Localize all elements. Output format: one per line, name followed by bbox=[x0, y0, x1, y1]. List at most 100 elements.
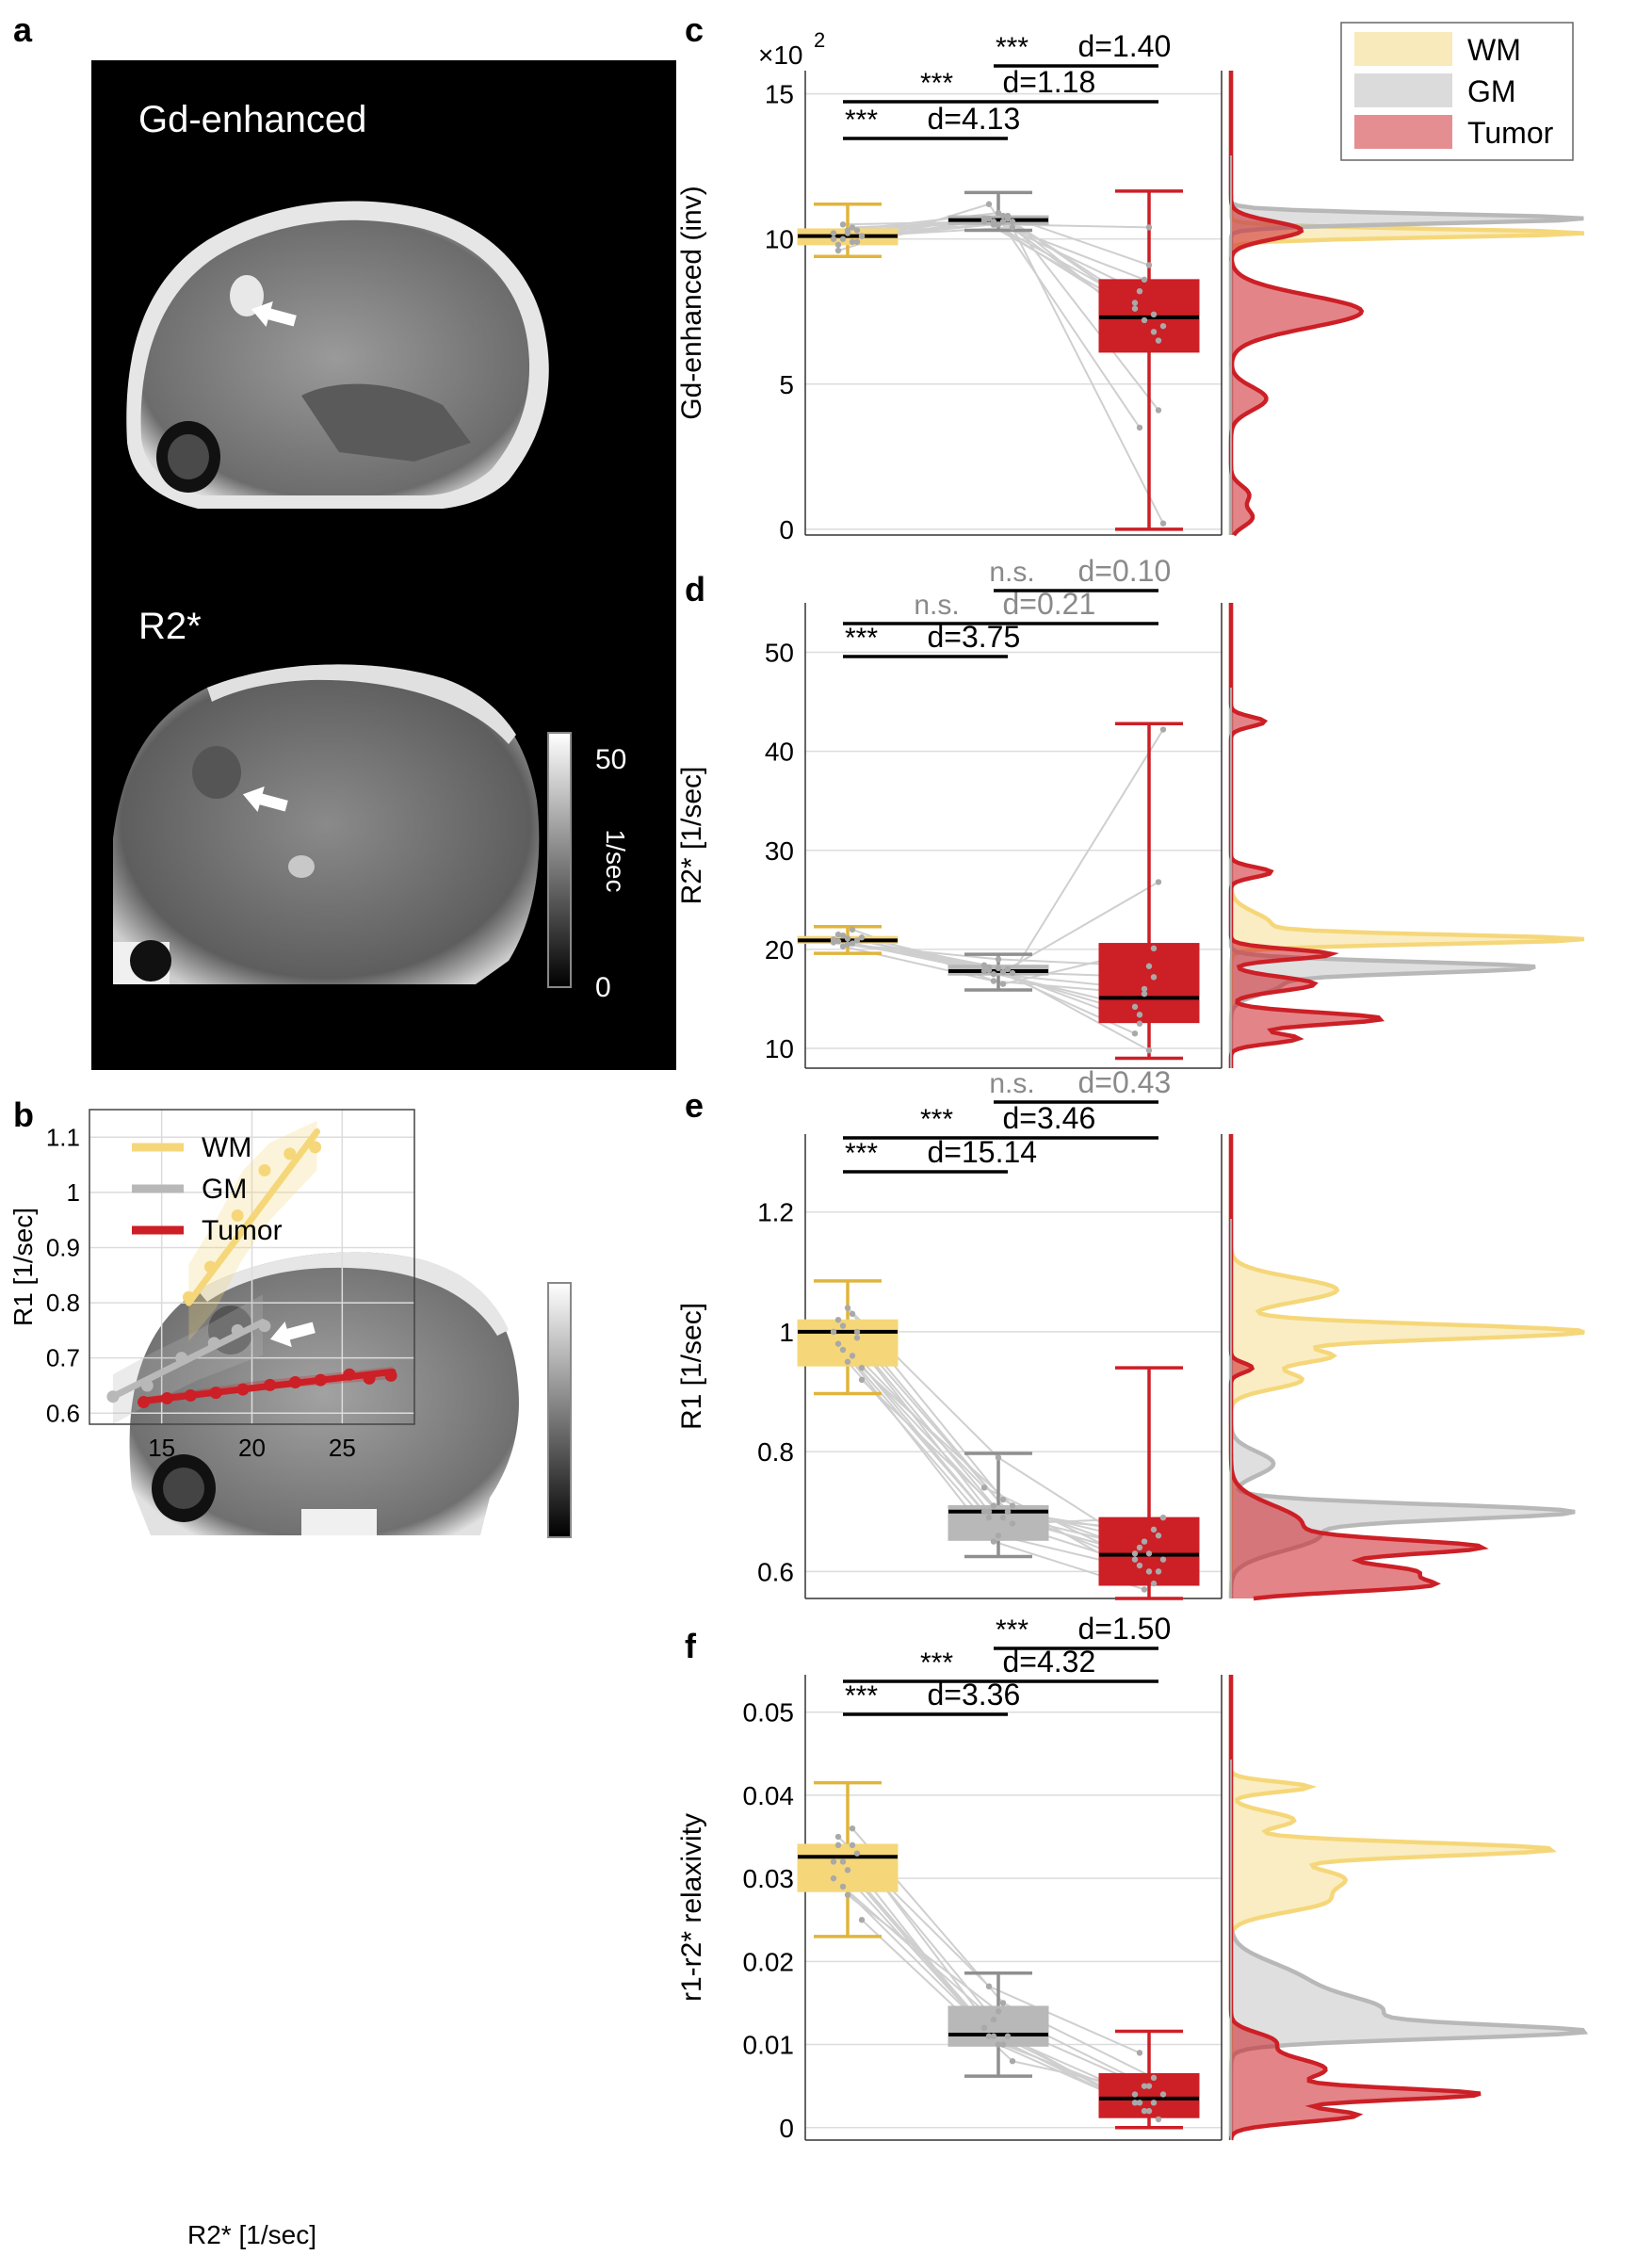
data-point bbox=[830, 1874, 837, 1882]
data-point bbox=[990, 970, 997, 978]
data-point bbox=[1141, 276, 1148, 284]
effect-size-label: d=3.36 bbox=[928, 1678, 1021, 1712]
data-point bbox=[106, 1390, 120, 1403]
data-point bbox=[980, 2024, 988, 2032]
data-point bbox=[1131, 2091, 1139, 2098]
y-tick-label: 1 bbox=[779, 1318, 794, 1347]
data-point bbox=[858, 1376, 866, 1384]
data-point bbox=[853, 227, 861, 234]
panel-letter-f: f bbox=[685, 1627, 697, 1665]
colorbar-r2star: 50 0 1/sec bbox=[547, 732, 630, 1003]
mri-image-gd-enhanced bbox=[126, 201, 549, 509]
data-point bbox=[995, 1454, 1002, 1461]
x-tick-label: 25 bbox=[329, 1434, 356, 1462]
data-point bbox=[839, 1858, 847, 1865]
data-point bbox=[1159, 1556, 1167, 1563]
axis-exponent-power: 2 bbox=[814, 28, 825, 52]
data-point bbox=[309, 1141, 322, 1154]
data-point bbox=[985, 215, 993, 222]
y-axis-label: Gd-enhanced (inv) bbox=[676, 186, 707, 419]
effect-size-label: d=4.13 bbox=[928, 102, 1021, 136]
data-point bbox=[1004, 1508, 1012, 1515]
paired-subject-line bbox=[861, 729, 1164, 975]
data-point bbox=[858, 1917, 866, 1923]
box-chart-e: 0.60.811.2R1 [1/sec]***d=15.14***d=3.46n… bbox=[676, 1065, 1585, 1601]
significance-stars: *** bbox=[920, 1647, 953, 1679]
density-tumor bbox=[1231, 1134, 1482, 1598]
y-axis-label: r1-r2* relaxivity bbox=[676, 1813, 707, 2002]
data-point bbox=[839, 1346, 847, 1354]
effect-size-label: d=3.46 bbox=[1003, 1101, 1096, 1135]
legend-swatch bbox=[1354, 32, 1452, 66]
data-point bbox=[203, 1260, 217, 1274]
data-point bbox=[1009, 224, 1016, 231]
data-point bbox=[844, 230, 851, 236]
data-point bbox=[1131, 1556, 1139, 1563]
paired-subject-line bbox=[833, 941, 1136, 1035]
data-point bbox=[1155, 879, 1162, 885]
significance-stars: *** bbox=[845, 1138, 878, 1169]
data-point bbox=[1131, 305, 1139, 312]
data-point bbox=[1136, 2100, 1143, 2106]
data-point bbox=[1145, 1550, 1153, 1557]
panel-letter-d: d bbox=[685, 570, 705, 608]
data-point bbox=[138, 1396, 150, 1409]
data-point bbox=[1141, 990, 1148, 998]
data-point bbox=[1159, 520, 1167, 527]
data-point bbox=[995, 221, 1002, 228]
data-point bbox=[1141, 1538, 1148, 1545]
significance-stars: *** bbox=[996, 32, 1028, 63]
significance-stars: *** bbox=[920, 1104, 953, 1135]
y-tick-label: 40 bbox=[765, 738, 794, 767]
y-tick-label: 15 bbox=[765, 80, 794, 109]
density-gm bbox=[1231, 603, 1535, 1068]
data-point bbox=[839, 221, 847, 228]
data-point bbox=[1009, 219, 1016, 225]
data-point bbox=[839, 235, 847, 242]
data-point bbox=[1150, 945, 1158, 952]
data-point bbox=[985, 966, 993, 974]
effect-size-label: d=1.50 bbox=[1078, 1612, 1172, 1646]
data-point bbox=[1159, 2091, 1167, 2098]
data-point bbox=[980, 215, 988, 222]
data-point bbox=[849, 926, 856, 933]
data-point bbox=[1136, 1544, 1143, 1551]
significance-stars: n.s. bbox=[989, 557, 1034, 588]
y-tick-label: 0.9 bbox=[46, 1233, 80, 1261]
data-point bbox=[160, 1391, 173, 1404]
data-point bbox=[853, 1335, 861, 1341]
data-point bbox=[314, 1373, 327, 1387]
colorbar-max: 1.9 bbox=[593, 1274, 633, 1305]
data-point bbox=[980, 962, 988, 968]
data-point bbox=[1159, 726, 1167, 733]
legend-label: WM bbox=[1467, 33, 1521, 67]
effect-size-label: d=0.21 bbox=[1003, 587, 1096, 621]
data-point bbox=[839, 1883, 847, 1890]
significance-stars: *** bbox=[920, 68, 953, 99]
data-point bbox=[995, 209, 1002, 217]
y-tick-label: 0.04 bbox=[743, 1781, 795, 1810]
density-wm bbox=[1231, 1675, 1552, 2140]
data-point bbox=[999, 2041, 1007, 2048]
y-tick-label: 0.8 bbox=[757, 1437, 794, 1467]
data-point bbox=[1131, 300, 1139, 306]
data-point bbox=[853, 1328, 861, 1336]
data-point bbox=[858, 233, 866, 239]
legend-swatch bbox=[1354, 115, 1452, 149]
effect-size-label: d=3.75 bbox=[928, 620, 1021, 654]
data-point bbox=[849, 238, 856, 245]
data-point bbox=[990, 219, 997, 225]
data-point bbox=[1155, 1568, 1162, 1575]
significance-stars: *** bbox=[845, 623, 878, 654]
data-point bbox=[999, 1514, 1007, 1521]
panel-letter-b: b bbox=[13, 1095, 34, 1134]
data-point bbox=[830, 230, 837, 236]
significance-stars: *** bbox=[845, 105, 878, 136]
y-axis-label: R2* [1/sec] bbox=[676, 767, 707, 905]
data-point bbox=[853, 238, 861, 245]
box-wm bbox=[797, 1319, 899, 1367]
legend-label: Tumor bbox=[202, 1215, 283, 1246]
y-tick-label: 20 bbox=[765, 935, 794, 965]
